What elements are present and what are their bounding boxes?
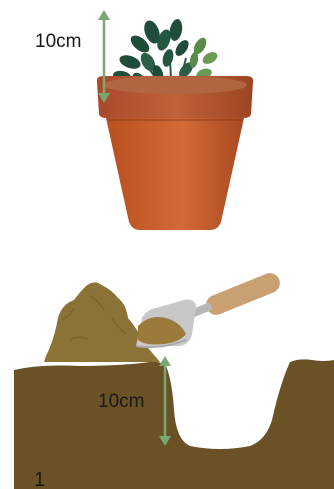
pot-soil bbox=[103, 76, 247, 94]
step-number: 1 bbox=[34, 469, 45, 489]
pot-height-label: 10cm bbox=[35, 31, 81, 52]
digging-scene: 10cm 1 bbox=[14, 270, 334, 489]
ground-soil bbox=[14, 359, 334, 489]
plant-pot-icon bbox=[106, 118, 244, 230]
hole-depth-label: 10cm bbox=[98, 391, 144, 412]
potted-plant: 10cm bbox=[35, 10, 253, 230]
